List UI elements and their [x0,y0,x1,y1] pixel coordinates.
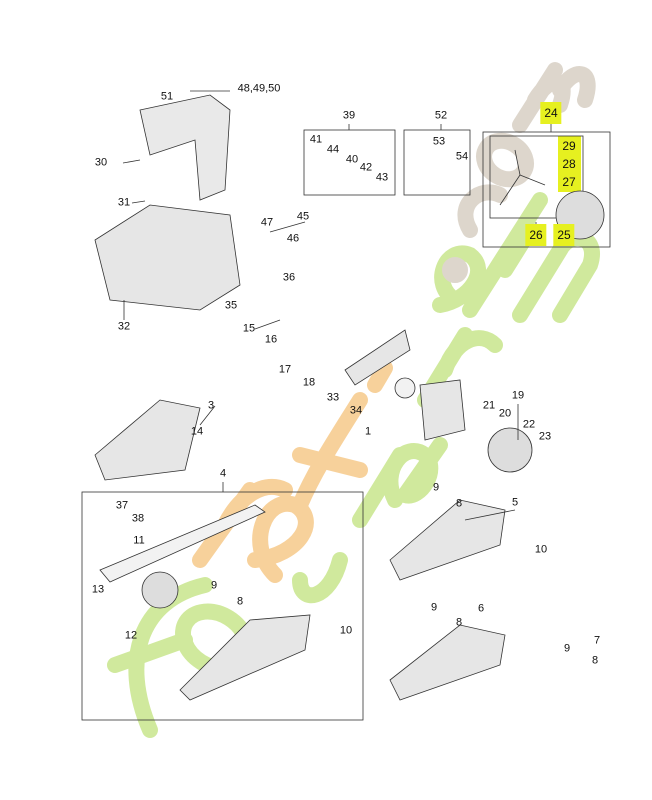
callout-28-highlighted: 28 [562,157,576,171]
box-group-26 [489,135,584,219]
callout-29-highlighted: 29 [562,139,576,153]
rear-handle [139,94,231,201]
box-group-4 [81,491,364,721]
callout-21: 21 [482,399,496,412]
callout-53: 53 [432,135,446,148]
callout-22: 22 [522,418,536,431]
chain-cover-b [389,499,506,581]
callout-30: 30 [94,156,108,169]
callout-1: 1 [364,425,372,438]
callout-14: 14 [190,425,204,438]
callout-9: 9 [210,579,218,592]
callout-43: 43 [375,171,389,184]
callout-10: 10 [534,543,548,556]
callout-40: 40 [345,153,359,166]
callout-51: 51 [160,90,174,103]
callout-32: 32 [117,320,131,333]
callout-31: 31 [117,196,131,209]
callout-54: 54 [455,150,469,163]
callout-37: 37 [115,499,129,512]
callout-4: 4 [219,467,227,480]
callout-48-49-50: 48,49,50 [237,82,281,95]
chain-cover-a [179,614,311,701]
highlight-block-27-29 [558,136,581,192]
callout-41: 41 [309,133,323,146]
callout-6: 6 [477,602,485,615]
callout-17: 17 [278,363,292,376]
callout-47: 47 [260,216,274,229]
box-group-39 [303,129,396,196]
callout-9: 9 [430,601,438,614]
callout-8: 8 [591,654,599,667]
callout-46: 46 [286,232,300,245]
callout-12: 12 [124,629,138,642]
chain-brake-band [344,329,411,386]
callout-42: 42 [359,161,373,174]
callout-3: 3 [207,399,215,412]
callout-15: 15 [242,322,256,335]
box-group-52 [403,129,471,196]
sprocket-wheel [141,571,179,609]
callout-25-highlighted: 25 [553,224,575,246]
callout-34: 34 [349,404,363,417]
washer [394,377,416,399]
callout-13: 13 [91,583,105,596]
callout-33: 33 [326,391,340,404]
callout-5: 5 [511,496,519,509]
crankcase [94,204,241,311]
callout-44: 44 [326,143,340,156]
callout-18: 18 [302,376,316,389]
clutch-shoes [499,149,546,206]
callout-8: 8 [455,497,463,510]
callout-8: 8 [236,595,244,608]
callout-26-highlighted: 26 [525,224,547,246]
callout-27-highlighted: 27 [562,175,576,189]
chain-cover-c [389,624,506,701]
clutch [419,379,466,441]
callout-45: 45 [296,210,310,223]
callout-19: 19 [511,389,525,402]
callout-36: 36 [282,271,296,284]
callout-10: 10 [339,624,353,637]
callout-11: 11 [133,534,145,547]
callout-38: 38 [131,512,145,525]
callout-35: 35 [224,299,238,312]
callout-39: 39 [342,109,356,122]
callout-7: 7 [593,634,601,647]
callout-16: 16 [264,333,278,346]
callout-9: 9 [432,481,440,494]
callout-9: 9 [563,642,571,655]
callout-24-highlighted: 24 [540,102,562,124]
box-group-24 [482,131,611,248]
callout-8: 8 [455,616,463,629]
clutch-drum [487,427,533,473]
callout-52: 52 [434,109,448,122]
callout-23: 23 [538,430,552,443]
guide-bar [99,504,266,583]
sprocket-cover [94,399,201,481]
callout-20: 20 [498,407,512,420]
